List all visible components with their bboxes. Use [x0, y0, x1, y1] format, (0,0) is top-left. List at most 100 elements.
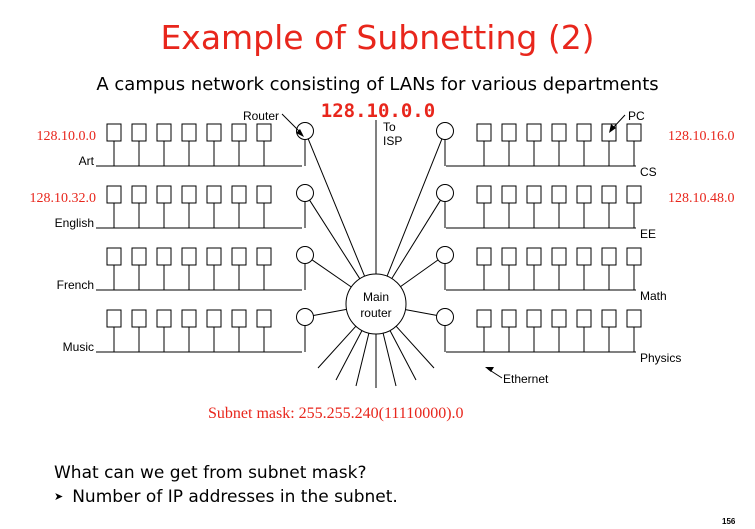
pc-icon: [106, 309, 122, 328]
pc-icon: [256, 309, 272, 328]
pc-icon: [156, 185, 172, 204]
department-label: EE: [640, 227, 656, 241]
main-router: [345, 273, 407, 335]
department-label: French: [57, 278, 94, 292]
pc-icon: [106, 123, 122, 142]
pc-icon: [131, 185, 147, 204]
department-label: Music: [63, 340, 94, 354]
router-link: [386, 138, 443, 277]
pc-icon: [231, 185, 247, 204]
ethernet-callout-arrowhead: [485, 367, 494, 372]
pc-icon: [231, 123, 247, 142]
lan-left-music: Music: [63, 308, 314, 354]
router-callout-arrowhead: [296, 129, 304, 137]
unused-router-port: [389, 330, 417, 381]
pc-icon: [476, 185, 492, 204]
pc-icon: [501, 123, 517, 142]
pc-icon: [626, 123, 642, 142]
pc-icon: [551, 309, 567, 328]
pc-icon: [156, 247, 172, 266]
isp-label-line2: ISP: [383, 134, 402, 148]
router-link: [405, 309, 437, 316]
department-label: Art: [79, 154, 95, 168]
department-router: [436, 246, 454, 264]
router-link: [391, 199, 441, 279]
pc-icon: [551, 185, 567, 204]
pc-icon: [181, 309, 197, 328]
pc-icon: [106, 247, 122, 266]
page-number: 156: [722, 517, 736, 526]
pc-icon: [576, 247, 592, 266]
department-label: Math: [640, 289, 667, 303]
lan-left-french: French: [57, 246, 314, 292]
pc-icon: [256, 123, 272, 142]
pc-icon: [231, 247, 247, 266]
pc-callout: PC: [628, 109, 645, 123]
pc-icon: [526, 247, 542, 266]
pc-icon: [476, 247, 492, 266]
subnet-mask-label: Subnet mask: 255.255.240(11110000).0: [208, 405, 464, 422]
pc-icon: [106, 185, 122, 204]
router-link: [313, 308, 347, 316]
subnet-address: 128.10.32.0: [30, 191, 97, 206]
department-router: [436, 122, 454, 140]
pc-icon: [131, 123, 147, 142]
pc-icon: [206, 185, 222, 204]
pc-icon: [601, 185, 617, 204]
lan-right-physics: Physics: [436, 308, 681, 365]
pc-icon: [256, 247, 272, 266]
pc-icon: [551, 247, 567, 266]
bullet-arrow-icon: ➤: [54, 490, 64, 503]
pc-icon: [601, 247, 617, 266]
router-link: [311, 259, 352, 288]
pc-icon: [181, 185, 197, 204]
bullet-item: ➤ Number of IP addresses in the subnet.: [54, 487, 398, 507]
pc-icon: [501, 185, 517, 204]
department-router: [296, 184, 314, 202]
pc-icon: [131, 309, 147, 328]
pc-icon: [256, 185, 272, 204]
pc-icon: [576, 309, 592, 328]
department-router: [436, 308, 454, 326]
pc-icon: [626, 309, 642, 328]
lan-left-art: Art 128.10.0.0: [37, 122, 314, 168]
pc-icon: [501, 247, 517, 266]
slide-title: Example of Subnetting (2): [160, 18, 595, 57]
pc-icon: [576, 185, 592, 204]
pc-icon: [156, 123, 172, 142]
department-label: English: [55, 216, 94, 230]
pc-icon: [206, 309, 222, 328]
pc-icon: [206, 123, 222, 142]
pc-icon: [131, 247, 147, 266]
pc-icon: [476, 309, 492, 328]
pc-icon: [626, 247, 642, 266]
pc-icon: [231, 309, 247, 328]
router-link: [309, 199, 361, 279]
slide-subtitle: A campus network consisting of LANs for …: [96, 74, 659, 95]
pc-icon: [526, 185, 542, 204]
pc-icon: [476, 123, 492, 142]
router-callout: Router: [243, 109, 279, 123]
main-router-label-line1: Main: [363, 290, 389, 304]
pc-icon: [156, 309, 172, 328]
pc-icon: [181, 123, 197, 142]
department-router: [296, 246, 314, 264]
pc-icon: [526, 123, 542, 142]
unused-router-port: [395, 325, 435, 369]
unused-router-port: [317, 325, 357, 369]
department-router: [296, 308, 314, 326]
subnet-address: 128.10.48.0: [668, 191, 735, 206]
pc-icon: [206, 247, 222, 266]
lan-left-english: English 128.10.32.0: [30, 184, 314, 230]
bullet-item-text: Number of IP addresses in the subnet.: [72, 487, 398, 507]
question-text: What can we get from subnet mask?: [54, 463, 367, 483]
subnet-address: 128.10.0.0: [37, 129, 97, 144]
ethernet-callout: Ethernet: [503, 372, 549, 386]
pc-icon: [576, 123, 592, 142]
router-link: [400, 259, 439, 288]
department-router: [436, 184, 454, 202]
pc-icon: [626, 185, 642, 204]
